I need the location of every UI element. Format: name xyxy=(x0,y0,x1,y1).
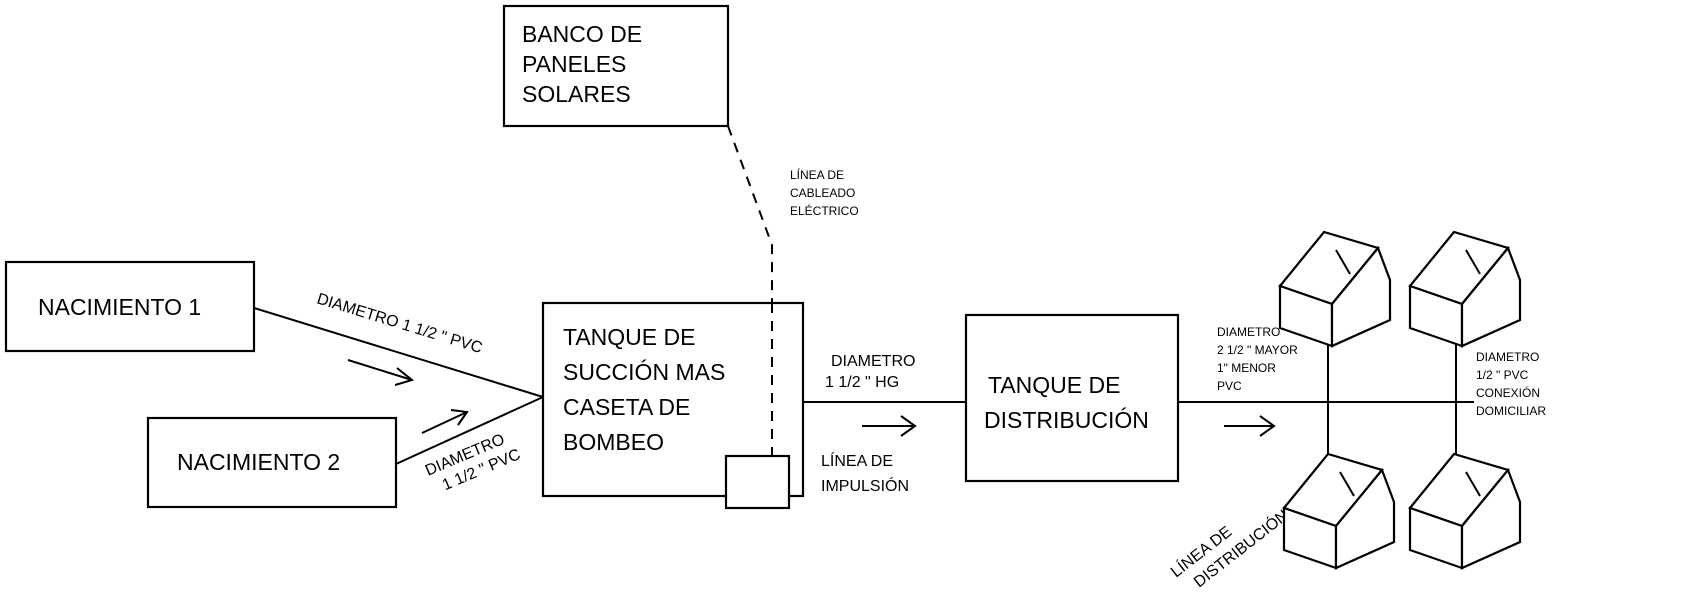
distribution-tank: TANQUE DE DISTRIBUCIÓN xyxy=(964,313,1180,483)
suction-tank-line4: BOMBEO xyxy=(563,429,664,455)
impulsion-line-label-1: LÍNEA DE xyxy=(821,451,893,470)
solar-panel-label-line3: SOLARES xyxy=(522,81,631,107)
solar-panel-bank: BANCO DE PANELES SOLARES xyxy=(502,4,730,128)
electric-wiring-line xyxy=(727,125,773,456)
conexion-line4: DOMICILIAR xyxy=(1476,404,1546,418)
suction-tank-line2: SUCCIÓN MAS xyxy=(563,359,725,385)
pump-box xyxy=(724,454,791,510)
wiring-label-line3: ELÉCTRICO xyxy=(790,203,859,218)
wiring-label-line2: CABLEADO xyxy=(790,186,855,200)
distribution-diameter-label: DIAMETRO 2 1/2 " MAYOR 1" MENOR PVC xyxy=(1217,325,1298,393)
household-connection-label: DIAMETRO 1/2 " PVC CONEXIÓN DOMICILIAR xyxy=(1476,350,1546,418)
conexion-line3: CONEXIÓN xyxy=(1476,385,1540,400)
impulsion-diameter-label: DIAMETRO 1 1/2 " HG xyxy=(825,353,915,391)
dist-diam-line2: 2 1/2 " MAYOR xyxy=(1217,343,1298,357)
house-icon-bottom-right xyxy=(1408,452,1522,570)
impulsion-line-label-2: IMPULSIÓN xyxy=(821,476,909,495)
suction-tank-line1: TANQUE DE xyxy=(563,324,695,350)
distribution-tank-line1: TANQUE DE xyxy=(988,372,1120,398)
flow-arrow-spring-2 xyxy=(421,409,469,434)
impulsion-diam-line1: DIAMETRO xyxy=(831,353,915,370)
house-icon-top-left xyxy=(1278,230,1392,348)
pipe-2-label: DIAMETRO 1 1/2 " PVC xyxy=(423,431,523,494)
distribution-line-label: LÍNEA DE DISTRIBUCIÓN xyxy=(1167,506,1292,592)
impulsion-diam-line2: 1 1/2 " HG xyxy=(825,374,899,391)
wiring-label-line1: LÍNEA DE xyxy=(790,167,844,182)
distribution-tank-line2: DISTRIBUCIÓN xyxy=(984,407,1149,433)
suction-tank: TANQUE DE SUCCIÓN MAS CASETA DE BOMBEO xyxy=(541,301,805,510)
spring-2-label: NACIMIENTO 2 xyxy=(177,449,340,475)
flow-arrow-spring-1 xyxy=(347,359,415,386)
solar-panel-label-line2: PANELES xyxy=(522,51,626,77)
suction-tank-line3: CASETA DE xyxy=(563,394,690,420)
house-icon-top-right xyxy=(1408,230,1522,348)
flow-arrow-impulsion xyxy=(862,415,917,437)
impulsion-line-label: LÍNEA DE IMPULSIÓN xyxy=(821,451,909,495)
conexion-line2: 1/2 " PVC xyxy=(1476,368,1529,382)
conexion-line1: DIAMETRO xyxy=(1476,350,1539,364)
pipe-spring-1 xyxy=(253,307,544,398)
spring-2: NACIMIENTO 2 xyxy=(146,416,398,509)
flow-arrow-distribution xyxy=(1224,415,1276,437)
spring-1: NACIMIENTO 1 xyxy=(4,260,256,353)
spring-1-label: NACIMIENTO 1 xyxy=(38,294,201,320)
dist-diam-line3: 1" MENOR xyxy=(1217,361,1276,375)
pipe-1-label: DIAMETRO 1 1/2 " PVC xyxy=(315,291,484,358)
dist-diam-line4: PVC xyxy=(1217,379,1242,393)
house-icon-bottom-left xyxy=(1282,452,1396,570)
solar-panel-label-line1: BANCO DE xyxy=(522,21,642,47)
pipe-spring-2 xyxy=(395,396,544,465)
dist-diam-line1: DIAMETRO xyxy=(1217,325,1280,339)
electric-wiring-label: LÍNEA DE CABLEADO ELÉCTRICO xyxy=(790,167,859,218)
